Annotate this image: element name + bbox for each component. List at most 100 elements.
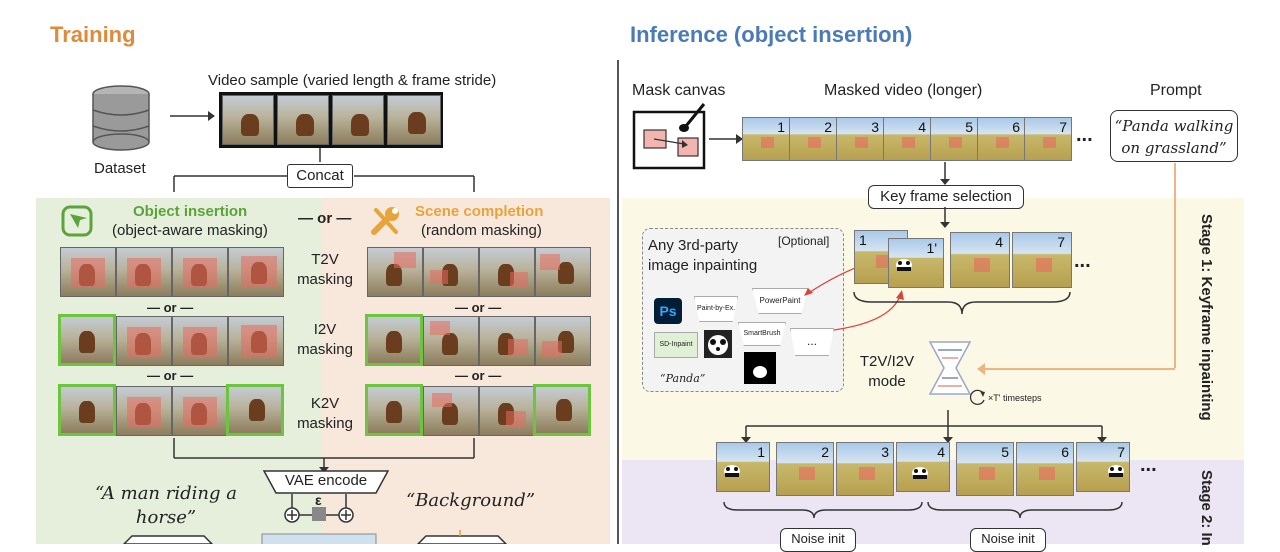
video-sample-label: Video sample (varied length & frame stri… xyxy=(208,72,497,89)
stage2-frame: 3 xyxy=(836,442,894,496)
stage2-label: Stage 2: In xyxy=(1198,470,1215,546)
brace xyxy=(853,291,1071,315)
video-sample-strip xyxy=(219,92,443,148)
frame-number: 5 xyxy=(965,119,973,135)
tool-smartbrush: SmartBrush xyxy=(738,322,786,346)
masked-frame: 1 xyxy=(742,117,790,161)
brace xyxy=(723,501,1123,519)
prompt-encoder-shapes xyxy=(122,530,508,544)
t2v-masking-label: T2V masking xyxy=(297,251,353,288)
arrow xyxy=(940,207,950,228)
masked-frame: 7 xyxy=(1024,117,1072,161)
inference-prompt-box: “Panda walking on grassland” xyxy=(1110,110,1238,162)
concat-box: Concat xyxy=(287,164,353,188)
frame-number: 3 xyxy=(871,119,879,135)
arrow xyxy=(940,162,950,185)
t2v-scene-frame xyxy=(479,247,535,297)
epsilon-label: ε xyxy=(315,492,322,508)
t2v-scene-frame xyxy=(367,247,423,297)
key-frame: 4 xyxy=(950,232,1010,288)
third-party-label: Any 3rd-party image inpainting xyxy=(648,237,758,274)
t2v-scene-frame xyxy=(535,247,591,297)
stage2-video-strip: 1 2 3 4 5 6 7 xyxy=(716,442,1136,498)
training-prompt-right: “Background” xyxy=(406,490,536,511)
object-insertion-subtitle: (object-aware masking) xyxy=(112,222,268,239)
k2v-scene-frame xyxy=(479,386,535,436)
video-frame xyxy=(222,95,274,145)
merge-connector xyxy=(173,438,475,473)
t2v-obj-frame xyxy=(172,247,228,297)
arrow xyxy=(977,363,985,375)
database-icon xyxy=(92,85,150,151)
t2v-obj-frame xyxy=(228,247,284,297)
video-frame xyxy=(387,95,441,145)
frame-number: 1' xyxy=(926,240,937,256)
k2v-scene-frame-key xyxy=(533,384,591,436)
or-separator: — or — xyxy=(455,368,502,383)
i2v-masking-label: I2V masking xyxy=(297,321,353,358)
optional-label: [Optional] xyxy=(778,234,830,248)
noise-init-box: Noise init xyxy=(970,528,1046,552)
masked-frame: 4 xyxy=(883,117,931,161)
k2v-obj-frame xyxy=(116,386,172,436)
k2v-obj-frame-key xyxy=(226,384,284,436)
key-frames-ellipsis: ... xyxy=(1074,250,1091,272)
vae-encode-label: VAE encode xyxy=(284,472,368,489)
object-insertion-icon xyxy=(61,205,93,237)
frame-number: 6 xyxy=(1061,444,1069,460)
tool-paint-by-example: Paint-by-Ex. xyxy=(694,296,738,322)
vae-encode-block xyxy=(262,470,390,494)
masked-frame: 6 xyxy=(977,117,1025,161)
mask-thumbnail xyxy=(744,352,776,384)
loop-icon xyxy=(969,389,985,405)
i2v-obj-frame xyxy=(116,316,172,366)
i2v-obj-frame xyxy=(228,316,284,366)
timesteps-label: ×T' timesteps xyxy=(988,393,1042,403)
i2v-scene-frame xyxy=(479,316,535,366)
mask-canvas-label: Mask canvas xyxy=(632,82,726,99)
key-frame: 7 xyxy=(1012,232,1072,288)
scene-completion-subtitle: (random masking) xyxy=(421,222,542,239)
concat-connector xyxy=(173,148,475,192)
stage2-frame-key: 4 xyxy=(896,442,950,492)
k2v-obj-frame-key xyxy=(58,384,116,436)
key-frame-selection-box: Key frame selection xyxy=(868,185,1024,209)
i2v-obj-frame-condition xyxy=(58,314,116,366)
or-separator: — or — xyxy=(147,300,194,315)
frame-number: 7 xyxy=(1057,234,1065,250)
or-separator: — or — xyxy=(147,368,194,383)
noise-init-box: Noise init xyxy=(780,528,856,552)
k2v-scene-frame xyxy=(423,386,479,436)
prompt-connector xyxy=(1174,198,1176,368)
stage2-frame-key: 1 xyxy=(716,442,770,492)
frame-number: 1 xyxy=(757,444,765,460)
masked-frame: 2 xyxy=(789,117,837,161)
fanout-connector xyxy=(741,410,1107,443)
masked-frame: 5 xyxy=(930,117,978,161)
diffusion-model-icon xyxy=(928,341,972,395)
masked-video-strip: 1 2 3 4 5 6 7 xyxy=(742,117,1072,161)
arrow xyxy=(170,111,215,121)
stage2-frame-key: 7 xyxy=(1076,442,1130,492)
stage2-frame: 5 xyxy=(956,442,1014,496)
stage1-label: Stage 1: Keyframe inpainting xyxy=(1198,214,1215,421)
stage2-frame: 6 xyxy=(1016,442,1074,496)
frame-number: 2 xyxy=(824,119,832,135)
frame-number: 3 xyxy=(881,444,889,460)
i2v-scene-frame xyxy=(423,316,479,366)
prompt-title: Prompt xyxy=(1150,82,1202,99)
dataset-label: Dataset xyxy=(94,160,146,177)
wrench-icon xyxy=(371,207,399,235)
key-frame-inpainted: 1' xyxy=(888,238,944,288)
k2v-obj-frame xyxy=(172,386,228,436)
prompt-connector-h xyxy=(982,368,1175,370)
mode-label: T2V/I2V mode xyxy=(859,353,915,390)
panda-caption: “Panda” xyxy=(660,372,706,385)
training-title: Training xyxy=(50,22,136,47)
frame-number: 4 xyxy=(918,119,926,135)
stage2-frame: 2 xyxy=(776,442,834,496)
i2v-scene-frame-condition xyxy=(365,314,423,366)
frame-number: 7 xyxy=(1117,444,1125,460)
masked-video-ellipsis: ... xyxy=(1076,124,1093,146)
frame-number: 6 xyxy=(1012,119,1020,135)
